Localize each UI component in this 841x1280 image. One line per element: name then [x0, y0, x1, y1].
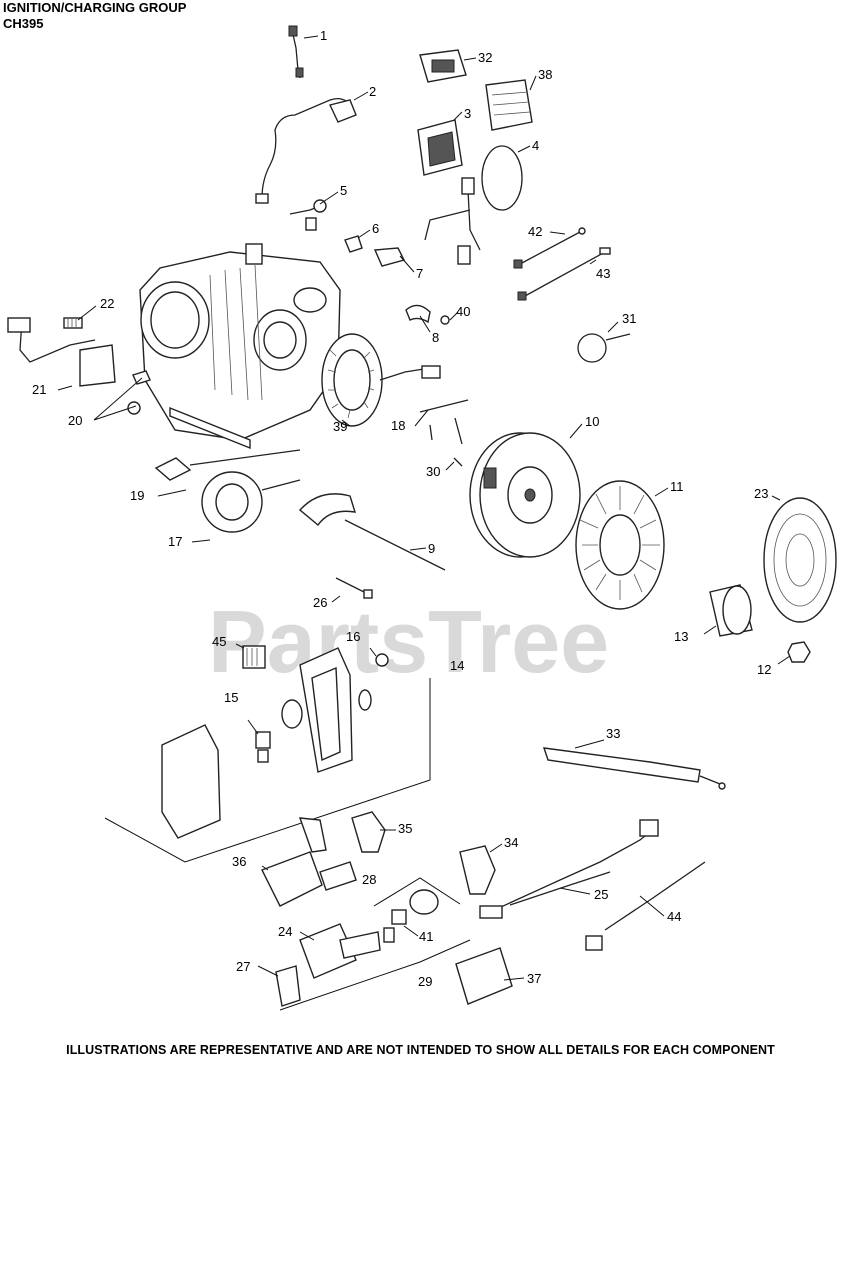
callout-37: 37 — [527, 971, 541, 986]
callout-43: 43 — [596, 266, 610, 281]
callout-29: 29 — [418, 974, 432, 989]
part-44-lead[interactable] — [585, 861, 706, 951]
callout-23: 23 — [754, 486, 768, 501]
part-12-nut[interactable] — [787, 641, 811, 663]
callout-4: 4 — [532, 138, 539, 153]
part-28-switch-group[interactable] — [373, 877, 461, 915]
callout-41: 41 — [419, 929, 433, 944]
part-22-spark-plug[interactable] — [63, 317, 83, 329]
part-25-wiring-harness[interactable] — [479, 819, 659, 919]
part-38-regulator[interactable] — [485, 79, 533, 131]
diagram-title: IGNITION/CHARGING GROUP — [3, 0, 187, 15]
part-9-ignition-module[interactable] — [298, 493, 446, 571]
callout-2: 2 — [369, 84, 376, 99]
callout-16: 16 — [346, 629, 360, 644]
part-10-flywheel[interactable] — [469, 432, 581, 558]
callout-13: 13 — [674, 629, 688, 644]
callout-45: 45 — [212, 634, 226, 649]
part-41-key[interactable] — [383, 909, 407, 943]
part-8-bracket[interactable] — [405, 304, 431, 324]
model-number: CH395 — [3, 16, 44, 31]
callout-30: 30 — [426, 464, 440, 479]
callout-18: 18 — [391, 418, 405, 433]
exploded-parts-diagram: PartsTree — [7, 25, 837, 1011]
callout-21: 21 — [32, 382, 46, 397]
part-37-panel[interactable] — [455, 947, 513, 1005]
part-40-screw[interactable] — [440, 315, 450, 325]
callout-39: 39 — [333, 419, 347, 434]
part-26-screw[interactable] — [335, 577, 373, 599]
part-21-spark-plug-lead[interactable] — [7, 317, 116, 387]
callout-35: 35 — [398, 821, 412, 836]
part-14-control-panel[interactable] — [104, 647, 431, 863]
part-15-ignition-switch[interactable] — [255, 731, 271, 763]
callout-26: 26 — [313, 595, 327, 610]
callout-19: 19 — [130, 488, 144, 503]
callout-20: 20 — [68, 413, 82, 428]
part-18-screws[interactable] — [419, 399, 469, 445]
part-19-sensor[interactable] — [154, 449, 301, 481]
callout-17: 17 — [168, 534, 182, 549]
callout-24: 24 — [278, 924, 292, 939]
part-27-plate[interactable] — [275, 965, 301, 1007]
part-42-lead[interactable] — [513, 227, 586, 269]
callout-10: 10 — [585, 414, 599, 429]
callout-5: 5 — [340, 183, 347, 198]
part-4-harness[interactable] — [424, 145, 523, 265]
callout-6: 6 — [372, 221, 379, 236]
part-7-clip[interactable] — [373, 247, 406, 267]
callout-3: 3 — [464, 106, 471, 121]
callout-15: 15 — [224, 690, 238, 705]
part-35-bracket[interactable] — [351, 811, 386, 853]
part-23-grass-screen[interactable] — [763, 497, 837, 623]
callout-12: 12 — [757, 662, 771, 677]
part-30-key[interactable] — [453, 457, 463, 467]
part-6-terminal[interactable] — [344, 235, 363, 253]
callout-42: 42 — [528, 224, 542, 239]
part-29-group — [279, 939, 471, 1011]
part-34-bracket[interactable] — [459, 845, 496, 895]
part-13-starter-cup[interactable] — [709, 584, 753, 637]
callout-22: 22 — [100, 296, 114, 311]
part-32-rectifier[interactable] — [419, 49, 467, 83]
callout-14: 14 — [450, 658, 464, 673]
callout-40: 40 — [456, 304, 470, 319]
part-1-wire-terminal[interactable] — [288, 25, 304, 79]
callout-31: 31 — [622, 311, 636, 326]
part-2-ground-lead[interactable] — [255, 97, 357, 204]
callout-27: 27 — [236, 959, 250, 974]
callout-1: 1 — [320, 28, 327, 43]
callout-33: 33 — [606, 726, 620, 741]
callout-32: 32 — [478, 50, 492, 65]
part-17-stator-plate[interactable] — [201, 471, 301, 533]
callout-28: 28 — [362, 872, 376, 887]
engine-crankcase — [139, 243, 341, 450]
part-5-connector[interactable] — [289, 199, 327, 231]
part-31-tie[interactable] — [577, 333, 631, 363]
callout-numbers: 1 2 3 4 5 6 7 8 9 10 11 12 13 14 15 16 1… — [32, 28, 771, 989]
part-33-ignition-harness[interactable] — [542, 747, 726, 790]
callout-38: 38 — [538, 67, 552, 82]
callout-7: 7 — [416, 266, 423, 281]
part-36-panel-assembly[interactable] — [261, 817, 357, 907]
part-11-fan[interactable] — [575, 480, 665, 610]
callout-9: 9 — [428, 541, 435, 556]
part-24-panel[interactable] — [299, 923, 381, 979]
callout-25: 25 — [594, 887, 608, 902]
part-43-lead[interactable] — [517, 247, 611, 301]
part-39-stator[interactable] — [321, 333, 441, 427]
part-45-switch[interactable] — [242, 645, 266, 669]
part-20-bolts[interactable] — [127, 370, 151, 415]
watermark: PartsTree — [208, 592, 609, 691]
part-16-fastener[interactable] — [375, 653, 389, 667]
callout-34: 34 — [504, 835, 518, 850]
callout-8: 8 — [432, 330, 439, 345]
callout-44: 44 — [667, 909, 681, 924]
callout-leaders — [57, 35, 791, 981]
disclaimer-footer: ILLUSTRATIONS ARE REPRESENTATIVE AND ARE… — [66, 1043, 775, 1057]
callout-11: 11 — [670, 479, 684, 494]
callout-36: 36 — [232, 854, 246, 869]
part-3-regulator[interactable] — [417, 119, 463, 176]
